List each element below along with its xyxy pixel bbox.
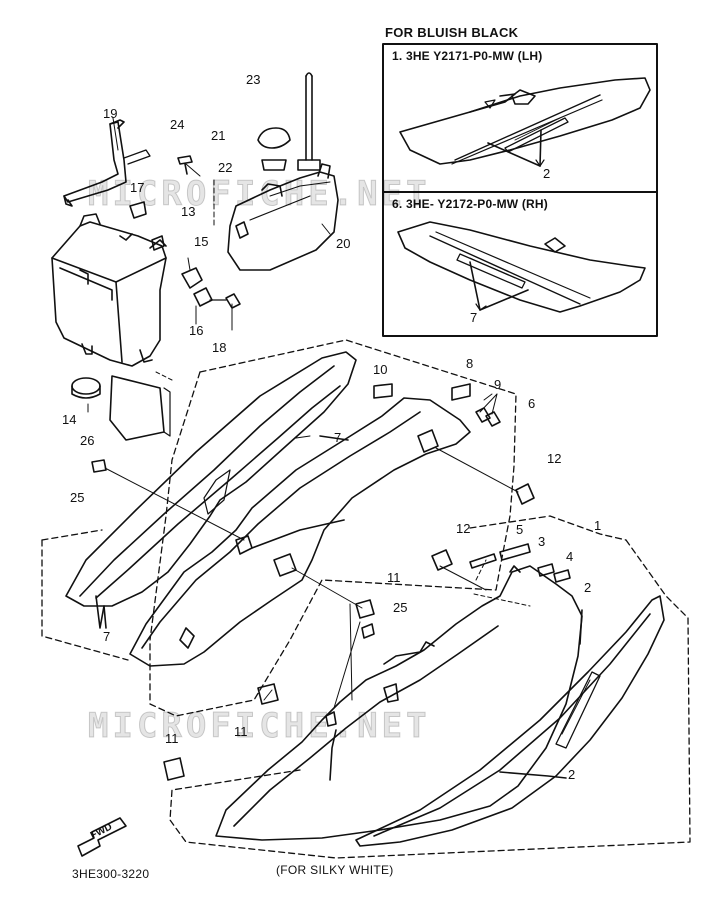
- callout-7a: 7: [334, 430, 342, 445]
- inset-callout-rh: 7: [470, 310, 478, 325]
- inset-side-cover-lh: [399, 77, 651, 167]
- watermark-top: MICROFICHE.NET: [88, 174, 431, 215]
- inset-part-rh: 6. 3HE- Y2172-P0-MW (RH): [392, 197, 548, 211]
- callout-11a: 11: [387, 570, 401, 585]
- dashed-group-outline-6: [149, 339, 517, 717]
- side-cover-inner-6: [129, 397, 471, 667]
- callout-2b: 2: [568, 767, 576, 782]
- diagram-code: 3HE300-3220: [72, 867, 150, 881]
- callout-1: 1: [594, 518, 602, 533]
- callout-18: 18: [212, 340, 227, 355]
- leader-lines: [87, 163, 531, 709]
- side-cover-right-2-emblem: [355, 595, 665, 847]
- misc-fasteners: [91, 383, 571, 781]
- callout-14: 14: [62, 412, 77, 427]
- inset-part-lh: 1. 3HE Y2171-P0-MW (LH): [392, 49, 543, 63]
- battery-small-parts: [71, 155, 241, 441]
- callout-12b: 12: [456, 521, 471, 536]
- callout-25b: 25: [393, 600, 408, 615]
- callout-12a: 12: [547, 451, 562, 466]
- callout-19: 19: [103, 106, 118, 121]
- callout-11c: 11: [165, 731, 179, 746]
- callout-25a: 25: [70, 490, 85, 505]
- callout-5: 5: [516, 522, 524, 537]
- callout-2a: 2: [584, 580, 592, 595]
- callout-10: 10: [373, 362, 388, 377]
- callout-26: 26: [80, 433, 95, 448]
- side-cover-left-7: [65, 351, 357, 629]
- reservoir-tank: [227, 72, 339, 271]
- callout-11b: 11: [234, 724, 248, 739]
- callout-3: 3: [538, 534, 546, 549]
- callout-17: 17: [130, 180, 145, 195]
- callout-7b: 7: [103, 629, 111, 644]
- watermark-bottom: MICROFICHE.NET: [88, 706, 431, 747]
- callout-21: 21: [211, 128, 226, 143]
- battery-strap: [63, 117, 151, 207]
- callout-23: 23: [246, 72, 261, 87]
- inset-title: FOR BLUISH BLACK: [385, 25, 519, 40]
- callout-15: 15: [194, 234, 209, 249]
- callout-20: 20: [336, 236, 351, 251]
- dashed-group-outline-1: [41, 515, 691, 859]
- callout-13: 13: [181, 204, 196, 219]
- callout-22: 22: [218, 160, 233, 175]
- caption-silky-white: (FOR SILKY WHITE): [276, 863, 394, 877]
- callout-6: 6: [528, 396, 536, 411]
- callout-8: 8: [466, 356, 474, 371]
- callout-4: 4: [566, 549, 574, 564]
- callout-24: 24: [170, 117, 185, 132]
- fwd-arrow: [77, 817, 127, 857]
- inset-side-cover-rh: [397, 221, 646, 313]
- side-cover-right-1: [215, 565, 583, 841]
- callout-9: 9: [494, 377, 502, 392]
- inset-box: [382, 43, 658, 337]
- inset-callout-lh: 2: [543, 166, 551, 181]
- battery-box: [51, 213, 167, 367]
- callout-16: 16: [189, 323, 204, 338]
